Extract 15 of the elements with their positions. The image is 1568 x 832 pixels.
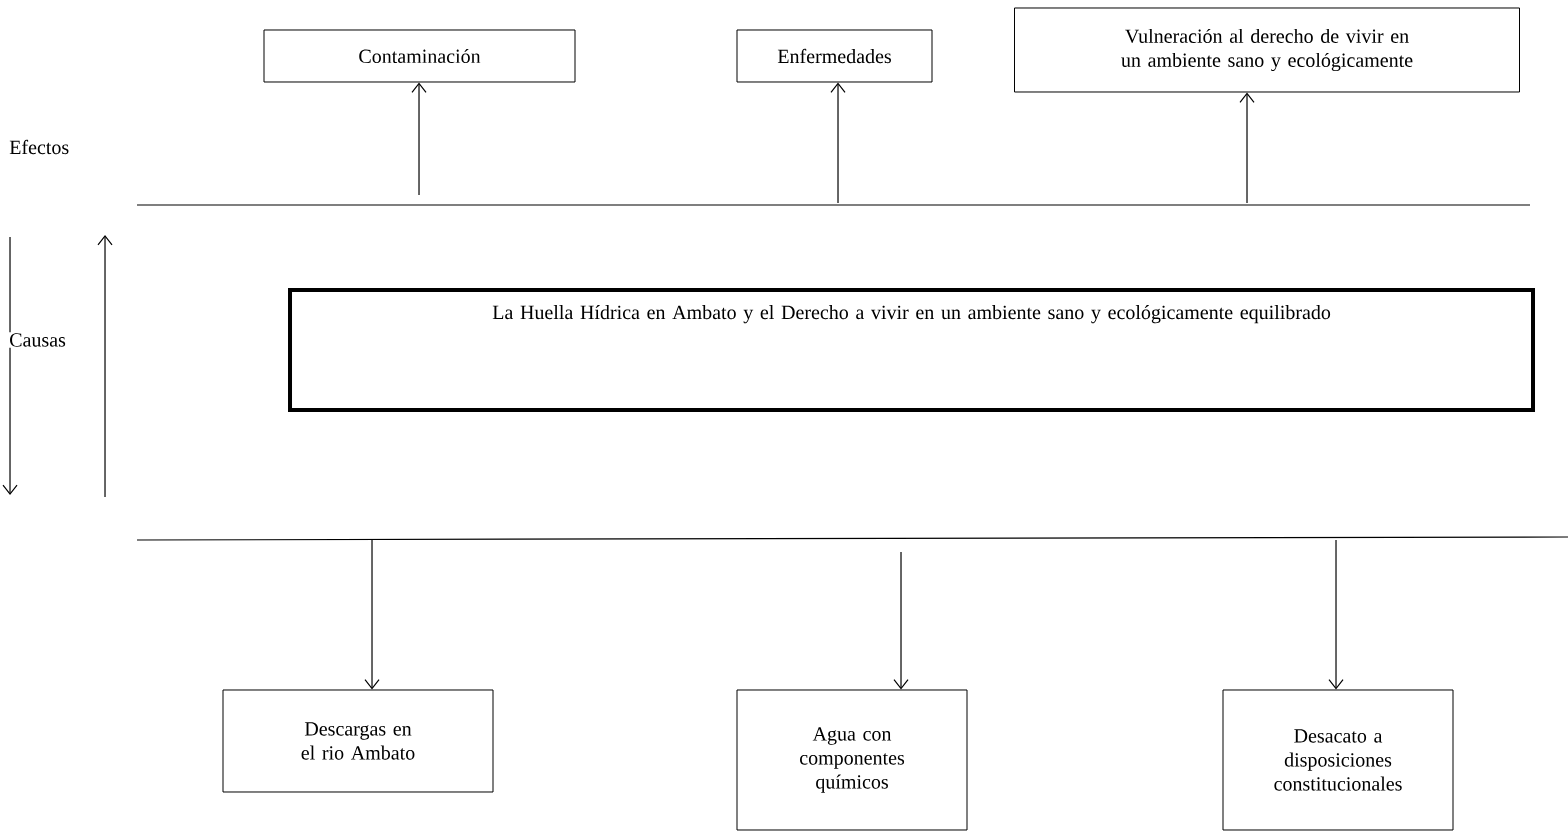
arrow <box>364 539 380 690</box>
effect-box: Vulneración al derecho de vivir en un ambiente sano y ecológicamente <box>1014 7 1520 93</box>
arrow <box>1328 539 1344 690</box>
cause-box: Descargas en el rio Ambato <box>222 689 494 793</box>
arrow <box>411 82 427 196</box>
effect-box: Contaminación <box>263 29 576 83</box>
cause-box: Desacato a disposiciones constitucionales <box>1222 689 1454 831</box>
arrow <box>893 551 909 690</box>
side-label: Causas <box>8 332 67 348</box>
problem-box: La Huella Hídrica en Ambato y el Derecho a vivir en un ambiente sano y ecológicamente equilibrado <box>288 288 1535 412</box>
cause-box: Agua con componentes químicos <box>736 689 968 831</box>
effect-box: Enfermedades <box>736 29 933 83</box>
side-label: Efectos <box>8 138 71 156</box>
arrow <box>830 82 846 204</box>
arrow <box>1239 92 1255 204</box>
